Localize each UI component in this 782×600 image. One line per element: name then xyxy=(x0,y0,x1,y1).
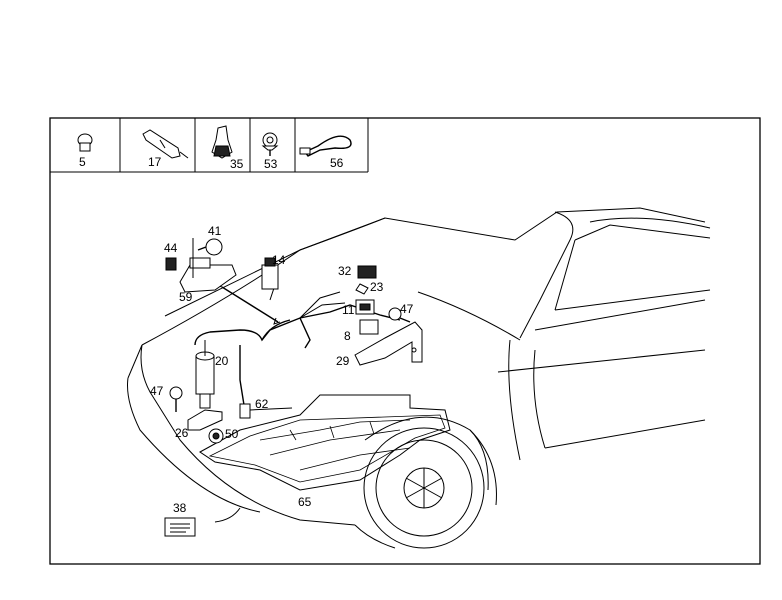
bracket-59 xyxy=(179,257,237,293)
diagram-frame xyxy=(49,117,761,565)
callout-44: 44 xyxy=(164,241,178,255)
cable-tie-icon xyxy=(299,135,352,157)
plug-icon xyxy=(77,133,93,152)
underbody-panel xyxy=(199,394,451,491)
callout-26: 26 xyxy=(175,426,189,440)
callout-65: 65 xyxy=(298,495,312,509)
connector-11 xyxy=(355,299,375,315)
car-body-outline xyxy=(127,207,711,549)
plug-62 xyxy=(239,403,293,419)
bracket-29 xyxy=(354,321,423,366)
legend-label-53: 53 xyxy=(264,157,278,171)
nut-50 xyxy=(208,428,224,444)
legend-label-17: 17 xyxy=(148,155,162,169)
callout-11: 11 xyxy=(342,303,355,317)
bracket-26 xyxy=(187,409,223,431)
bolt-41 xyxy=(192,238,223,278)
relay-8 xyxy=(359,319,379,335)
sensor-icon xyxy=(142,129,189,159)
callout-32: 32 xyxy=(338,264,352,278)
screw-icon xyxy=(261,132,279,156)
callout-38: 38 xyxy=(173,501,187,515)
ignition-coil-14 xyxy=(261,257,279,290)
callout-50: 50 xyxy=(225,427,239,441)
plug-23 xyxy=(355,283,369,295)
nut-44 xyxy=(165,257,177,271)
callout-23: 23 xyxy=(370,280,384,294)
callout-59: 59 xyxy=(179,290,193,304)
callout-20: 20 xyxy=(215,354,229,368)
legend-strip: 5 17 35 53 56 xyxy=(50,118,369,173)
clip-icon xyxy=(211,125,233,159)
bolt-47-lower xyxy=(169,386,183,412)
bolt-47-upper xyxy=(388,307,411,323)
legend-label-56: 56 xyxy=(330,156,344,170)
wiring-harness xyxy=(194,272,401,523)
callout-14: 14 xyxy=(272,253,286,267)
callout-47-lower: 47 xyxy=(150,384,164,398)
callout-8: 8 xyxy=(344,329,351,343)
callout-41: 41 xyxy=(208,224,222,238)
callout-62: 62 xyxy=(255,397,269,411)
callout-47-upper: 47 xyxy=(400,302,414,316)
legend-label-5: 5 xyxy=(79,155,86,169)
callout-29: 29 xyxy=(336,354,350,368)
legend-label-35: 35 xyxy=(230,157,244,171)
warning-label-38 xyxy=(164,517,196,537)
sensor-20 xyxy=(195,340,215,409)
relay-32 xyxy=(357,265,377,279)
